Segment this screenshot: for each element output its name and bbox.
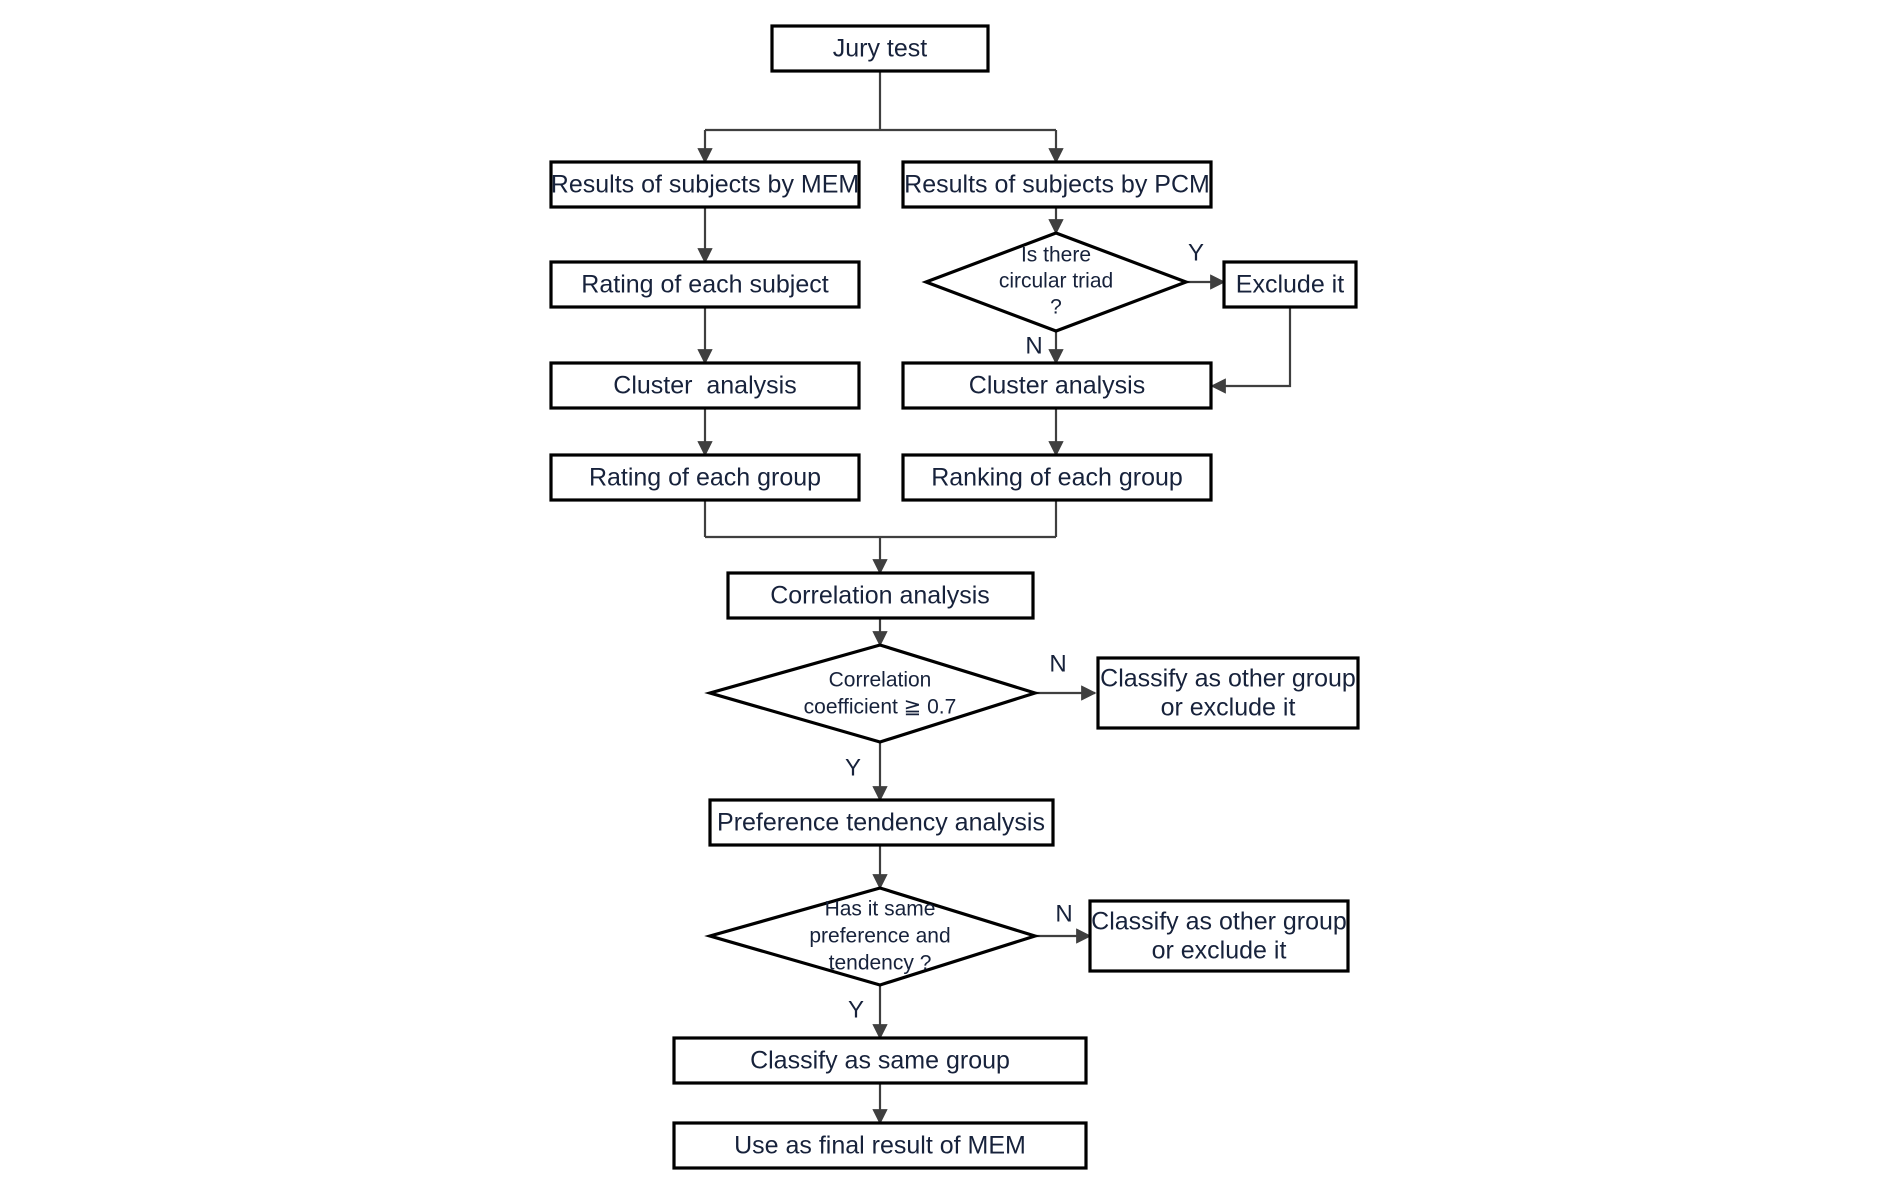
node-cluster-analysis-pcm[interactable]: Cluster analysis [901, 361, 1213, 410]
branch-label-triad-yes: Y [1188, 239, 1204, 266]
node-decision-same-preference-line2: preference and [809, 925, 950, 948]
node-decision-circular-triad-line1: Is there [1021, 244, 1091, 267]
node-decision-correlation-coefficient-line1: Correlation [829, 669, 932, 692]
node-jury-test[interactable]: Jury test [770, 24, 990, 73]
node-classify-other-group-2[interactable]: Classify as other group or exclude it [1088, 899, 1350, 973]
node-final-result[interactable]: Use as final result of MEM [672, 1121, 1088, 1170]
node-cluster-analysis-pcm-label: Cluster analysis [969, 372, 1145, 400]
node-rating-of-each-subject[interactable]: Rating of each subject [549, 260, 861, 309]
node-results-mem[interactable]: Results of subjects by MEM [549, 160, 861, 209]
node-decision-same-preference-line3: tendency ? [829, 952, 932, 975]
node-decision-circular-triad[interactable]: Is there circular triad ? [921, 231, 1191, 333]
node-classify-as-same-group-label: Classify as same group [750, 1047, 1010, 1075]
node-classify-other-group-1-line1: Classify as other group [1100, 665, 1356, 693]
node-correlation-analysis[interactable]: Correlation analysis [726, 571, 1035, 620]
branch-label-triad-no: N [1025, 332, 1042, 359]
node-results-mem-label: Results of subjects by MEM [551, 171, 859, 199]
branch-label-pref-yes: Y [848, 996, 864, 1023]
node-decision-circular-triad-line3: ? [1050, 296, 1062, 319]
node-preference-tendency-analysis[interactable]: Preference tendency analysis [708, 798, 1055, 847]
node-classify-as-same-group[interactable]: Classify as same group [672, 1036, 1088, 1085]
node-cluster-analysis-mem-label: Cluster analysis [613, 372, 796, 400]
node-decision-correlation-coefficient-line2: coefficient ≧ 0.7 [804, 696, 957, 719]
node-cluster-analysis-mem[interactable]: Cluster analysis [549, 361, 861, 410]
node-classify-other-group-2-line2: or exclude it [1152, 937, 1287, 965]
node-results-pcm-label: Results of subjects by PCM [904, 171, 1210, 199]
node-classify-other-group-1-line2: or exclude it [1161, 694, 1296, 722]
node-rating-of-each-group[interactable]: Rating of each group [549, 453, 861, 502]
branch-label-corr-yes: Y [845, 754, 861, 781]
node-decision-same-preference[interactable]: Has it same preference and tendency ? [704, 886, 1041, 987]
node-exclude-it-label: Exclude it [1236, 271, 1344, 299]
node-decision-correlation-coefficient[interactable]: Correlation coefficient ≧ 0.7 [704, 643, 1041, 744]
branch-label-pref-no: N [1055, 900, 1072, 927]
node-correlation-analysis-label: Correlation analysis [770, 582, 990, 610]
node-results-pcm[interactable]: Results of subjects by PCM [901, 160, 1213, 209]
node-decision-same-preference-line1: Has it same [825, 898, 936, 921]
node-exclude-it[interactable]: Exclude it [1222, 260, 1358, 309]
node-ranking-of-each-group-label: Ranking of each group [931, 464, 1183, 492]
node-rating-of-each-group-label: Rating of each group [589, 464, 821, 492]
connector-exclude-to-cluster [1210, 307, 1292, 394]
connectors [697, 71, 1292, 1125]
node-preference-tendency-analysis-label: Preference tendency analysis [717, 809, 1045, 837]
node-rating-of-each-subject-label: Rating of each subject [581, 271, 828, 299]
branch-label-corr-no: N [1049, 650, 1066, 677]
node-final-result-label: Use as final result of MEM [734, 1132, 1026, 1160]
node-jury-test-label: Jury test [833, 35, 928, 63]
node-classify-other-group-2-line1: Classify as other group [1091, 908, 1347, 936]
node-classify-other-group-1[interactable]: Classify as other group or exclude it [1096, 656, 1360, 730]
node-ranking-of-each-group[interactable]: Ranking of each group [901, 453, 1213, 502]
node-decision-circular-triad-line2: circular triad [999, 270, 1113, 293]
